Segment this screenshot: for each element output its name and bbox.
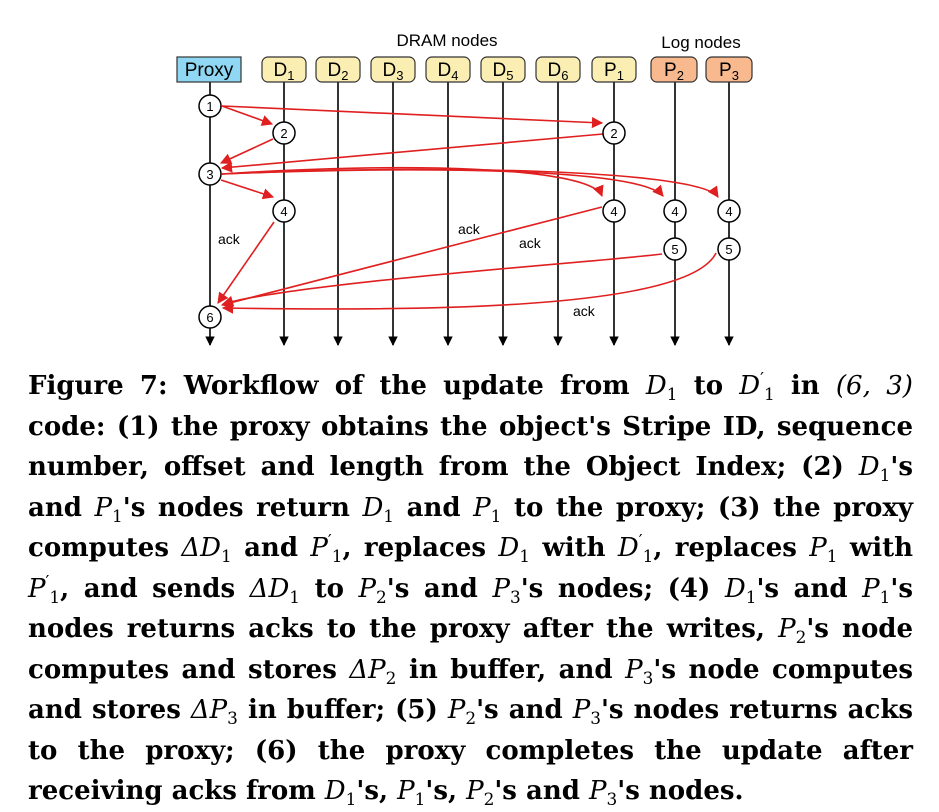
svg-text:2: 2 — [610, 126, 617, 141]
step-1-circle: 1 — [198, 94, 222, 118]
step-6-circle: 6 — [198, 305, 222, 329]
step-4-p3-circle: 4 — [717, 199, 741, 223]
d3-node: D3 — [370, 56, 416, 83]
d4-node: D4 — [425, 56, 471, 83]
svg-text:3: 3 — [206, 167, 213, 182]
p1-node: P1 — [591, 56, 637, 83]
svg-text:6: 6 — [206, 310, 213, 325]
svg-text:4: 4 — [610, 204, 617, 219]
proxy-label: Proxy — [185, 60, 234, 81]
step-4-d1-circle: 4 — [272, 199, 296, 223]
step-3-circle: 3 — [198, 162, 222, 186]
p3-node: P3 — [705, 56, 753, 83]
proxy-node: Proxy — [176, 56, 242, 83]
svg-text:5: 5 — [671, 242, 678, 257]
d5-node: D5 — [480, 56, 526, 83]
figure-caption: Figure 7: Workflow of the update from D1… — [28, 368, 914, 810]
svg-text:4: 4 — [671, 204, 678, 219]
step-2-p1-circle: 2 — [602, 121, 626, 145]
ack-label-p1: ack — [458, 221, 481, 237]
ack-label-d1: ack — [218, 231, 241, 247]
svg-text:4: 4 — [725, 204, 732, 219]
step-2-d1-circle: 2 — [272, 121, 296, 145]
step-4-p2-circle: 4 — [663, 199, 687, 223]
figure-label: Figure 7: — [28, 371, 168, 401]
p1-label: P1 — [604, 60, 624, 83]
d2-node: D2 — [315, 56, 361, 83]
ack-label-p2: ack — [519, 235, 542, 251]
message-arrows — [217, 105, 719, 314]
svg-text:2: 2 — [280, 126, 287, 141]
svg-text:1: 1 — [206, 99, 213, 114]
p3-label: P3 — [719, 60, 739, 83]
p2-label: P2 — [664, 60, 684, 83]
dram-nodes-label: DRAM nodes — [396, 31, 497, 50]
d1-node: D1 — [261, 56, 307, 83]
step-5-p3-circle: 5 — [717, 237, 741, 261]
step-5-p2-circle: 5 — [663, 237, 687, 261]
d2-label: D2 — [328, 60, 349, 83]
svg-text:4: 4 — [280, 204, 287, 219]
workflow-diagram: DRAM nodes Log nodes Proxy D1 D2 D3 — [176, 31, 753, 346]
log-nodes-label: Log nodes — [661, 33, 740, 52]
step-4-p1-circle: 4 — [602, 199, 626, 223]
d3-label: D3 — [383, 60, 404, 83]
d6-node: D6 — [535, 56, 581, 83]
ack-label-p3: ack — [573, 303, 596, 319]
p2-node: P2 — [650, 56, 698, 83]
svg-text:5: 5 — [725, 242, 732, 257]
d1-label: D1 — [274, 60, 295, 83]
